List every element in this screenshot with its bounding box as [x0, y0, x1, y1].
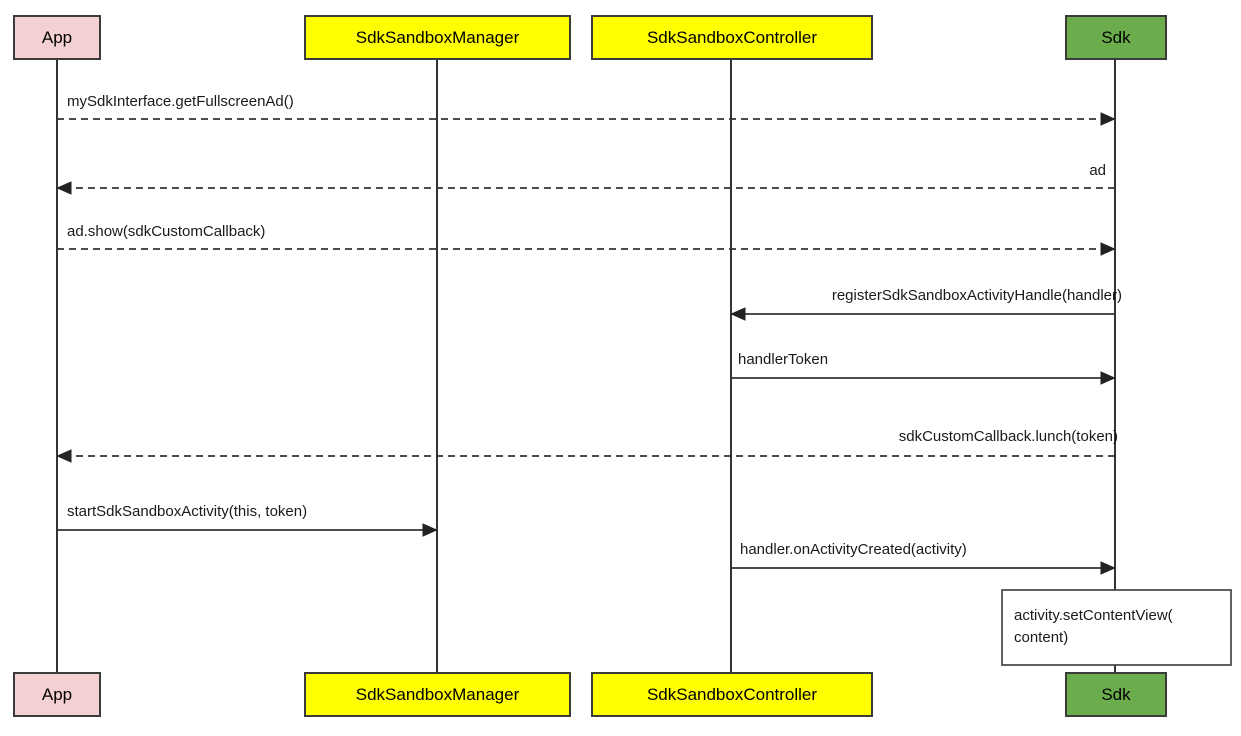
- note-text-line: activity.setContentView(: [1014, 607, 1173, 624]
- participant-foot-sdkSandboxManager-rect: [304, 672, 571, 717]
- lifelines-group: [56, 59, 1116, 673]
- note-text-line: content): [1014, 629, 1068, 646]
- participant-head-sdk-label: Sdk: [1101, 28, 1131, 47]
- participant-foot-sdkSandboxController-label: SdkSandboxController: [647, 685, 817, 704]
- messages-group: mySdkInterface.getFullscreenAd() ad ad.sho…: [56, 93, 1122, 575]
- participant-head-sdkSandboxManager-rect: [304, 15, 571, 60]
- participant-foot-app[interactable]: App: [13, 672, 101, 717]
- participant-foot-sdkSandboxController-rect: [591, 672, 873, 717]
- participant-head-sdkSandboxManager-label: SdkSandboxManager: [356, 28, 520, 47]
- participant-foot-sdk-label: Sdk: [1101, 685, 1131, 704]
- notes-group: activity.setContentView( content): [1001, 589, 1232, 666]
- participant-head-sdk[interactable]: Sdk: [1065, 15, 1167, 60]
- message-label-msg-registerhandle: registerSdkSandboxActivityHandle(handler…: [832, 287, 1122, 304]
- participant-head-app-rect: [13, 15, 101, 60]
- message-label-msg-adshow: ad.show(sdkCustomCallback): [67, 223, 265, 240]
- participant-foot-sdk-rect: [1065, 672, 1167, 717]
- message-label-msg-ad: ad: [1089, 162, 1106, 179]
- participant-head-app-label: App: [42, 28, 72, 47]
- message-label-msg-getfullscreenad: mySdkInterface.getFullscreenAd(): [67, 93, 294, 110]
- participant-head-sdkSandboxController-rect: [591, 15, 873, 60]
- participant-head-app[interactable]: App: [13, 15, 101, 60]
- message-label-msg-onactivitycreated: handler.onActivityCreated(activity): [740, 541, 967, 558]
- participant-heads-group: AppAppSdkSandboxManagerSdkSandboxManager…: [13, 15, 1167, 717]
- message-label-msg-handlertoken: handlerToken: [738, 351, 828, 368]
- participant-head-sdk-rect: [1065, 15, 1167, 60]
- note-box-note-setcontentview: [1001, 589, 1232, 666]
- participant-foot-sdk[interactable]: Sdk: [1065, 672, 1167, 717]
- participant-foot-app-label: App: [42, 685, 72, 704]
- participant-foot-app-rect: [13, 672, 101, 717]
- participant-head-sdkSandboxController-label: SdkSandboxController: [647, 28, 817, 47]
- participant-foot-sdkSandboxController[interactable]: SdkSandboxController: [591, 672, 873, 717]
- participant-foot-sdkSandboxManager[interactable]: SdkSandboxManager: [304, 672, 571, 717]
- message-label-msg-customcallback-lunch: sdkCustomCallback.lunch(token): [899, 428, 1118, 445]
- participant-foot-sdkSandboxManager-label: SdkSandboxManager: [356, 685, 520, 704]
- message-label-msg-startsdksandboxactivity: startSdkSandboxActivity(this, token): [67, 503, 307, 520]
- participant-head-sdkSandboxManager[interactable]: SdkSandboxManager: [304, 15, 571, 60]
- participant-head-sdkSandboxController[interactable]: SdkSandboxController: [591, 15, 873, 60]
